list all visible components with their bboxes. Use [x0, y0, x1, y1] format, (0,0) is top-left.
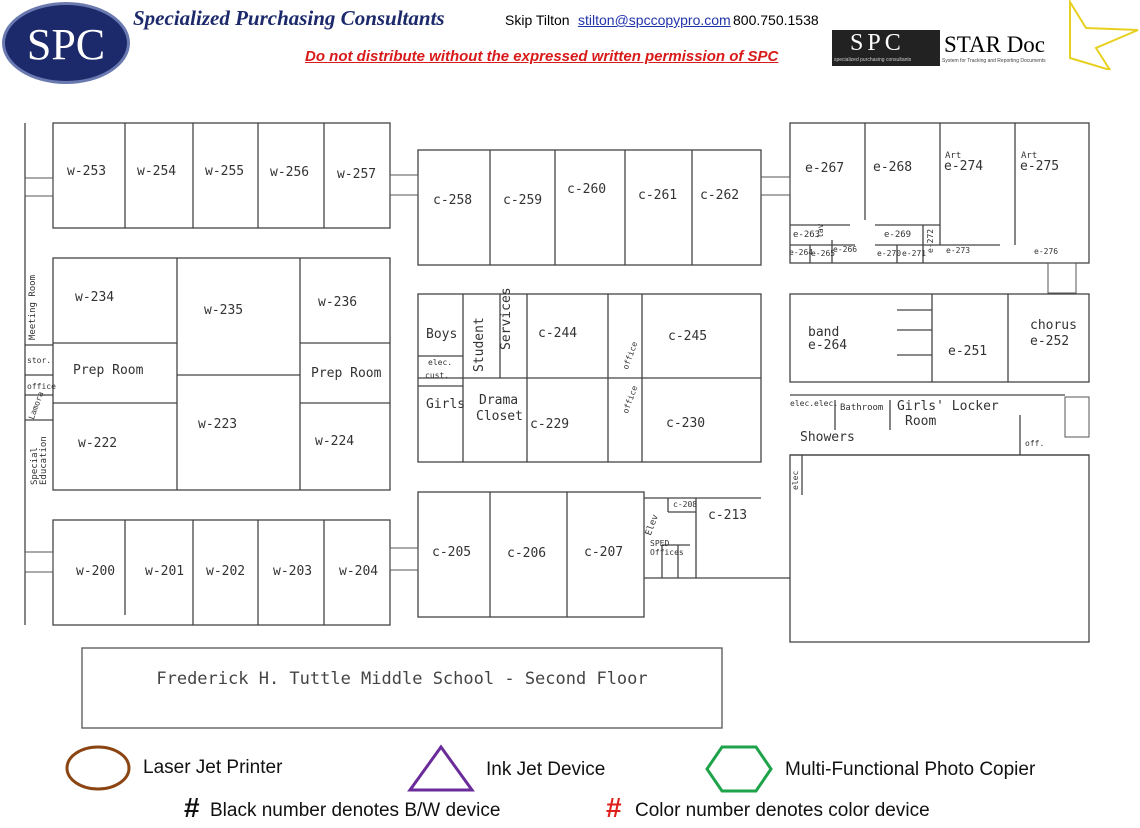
warning-text: Do not distribute without the expressed …	[305, 48, 779, 65]
room-c-229: c-229	[530, 417, 570, 432]
room-e-252: e-252	[1030, 334, 1070, 349]
room-w-201: w-201	[145, 564, 185, 579]
laser-printer-ellipse-icon	[65, 745, 131, 791]
room-drama-closet: Drama	[479, 393, 519, 408]
room-girls: Girls	[426, 397, 466, 412]
room-e-269: e-269	[884, 230, 912, 240]
spc-logo: SPC	[2, 2, 130, 84]
room-e-268: e-268	[873, 160, 913, 175]
room-band: band	[808, 325, 840, 340]
room-w-255: w-255	[205, 164, 245, 179]
room-w-257: w-257	[337, 167, 377, 182]
room-w-200: w-200	[76, 564, 116, 579]
room-bathroom: Bathroom	[840, 403, 884, 413]
legend-laser-label: Laser Jet Printer	[143, 757, 283, 778]
star-doc-logo: SPC specialized purchasing consultants S…	[830, 0, 1140, 72]
room-w-234: w-234	[75, 290, 115, 305]
room-art-label: Art	[1021, 151, 1038, 161]
room-c-245: c-245	[668, 329, 708, 344]
room-boys: Boys	[426, 327, 458, 342]
room-elec: elec.	[790, 399, 815, 408]
room-c-213: c-213	[708, 508, 748, 523]
room-w-202: w-202	[206, 564, 246, 579]
room-e-264-small: e-264	[789, 248, 814, 257]
room-e-273: e-273	[946, 246, 971, 255]
inkjet-triangle-icon	[407, 744, 475, 792]
room-lav: lav	[816, 223, 825, 238]
room-c-244: c-244	[538, 326, 578, 341]
room-w-235: w-235	[204, 303, 244, 318]
room-c-258: c-258	[433, 193, 473, 208]
room-w-254: w-254	[137, 164, 177, 179]
room-e-266: e-266	[833, 245, 858, 254]
room-w-236: w-236	[318, 295, 358, 310]
room-w-256: w-256	[270, 165, 310, 180]
room-services: Services	[499, 287, 514, 350]
legend-color-label: Color number denotes color device	[635, 800, 930, 821]
room-c-230: c-230	[666, 416, 706, 431]
room-girls-locker-room: Girls' Locker	[897, 399, 999, 414]
legend-mfp-label: Multi-Functional Photo Copier	[785, 759, 1036, 780]
legend-bw-label: Black number denotes B/W device	[210, 800, 501, 821]
room-w-223: w-223	[198, 417, 238, 432]
mfp-hexagon-icon	[705, 745, 773, 793]
room-sped-offices: SPED	[650, 539, 670, 548]
room-elec: elec	[791, 470, 800, 490]
room-e-272: e-272	[926, 228, 935, 253]
color-hash-icon: #	[606, 792, 622, 823]
room-office: off.	[1025, 439, 1045, 448]
room-storage: stor.	[27, 356, 52, 365]
room-elec: elec.	[814, 399, 839, 408]
room-prep-room: Prep Room	[311, 366, 382, 381]
bw-hash-icon: #	[184, 792, 200, 823]
room-custodian: cust.	[425, 371, 450, 380]
room-chorus: chorus	[1030, 318, 1077, 333]
room-c-206: c-206	[507, 546, 547, 561]
room-office: office	[27, 382, 56, 391]
room-w-204: w-204	[339, 564, 379, 579]
room-c-262: c-262	[700, 188, 740, 203]
room-e-251: e-251	[948, 344, 988, 359]
room-art-label: Art	[945, 151, 962, 161]
room-e-263: e-263	[793, 230, 821, 240]
legend-inkjet-label: Ink Jet Device	[486, 759, 606, 780]
room-c-205: c-205	[432, 545, 472, 560]
room-c-260: c-260	[567, 182, 607, 197]
star-icon	[1069, 0, 1139, 72]
floor-plan-title: Frederick H. Tuttle Middle School - Seco…	[156, 669, 648, 689]
room-w-222: w-222	[78, 436, 118, 451]
email-link[interactable]: stilton@spccopypro.com	[578, 12, 731, 28]
room-w-224: w-224	[315, 434, 355, 449]
room-e-265: e-265	[811, 249, 836, 258]
room-special-education: Special Education	[30, 436, 49, 485]
room-elec: elec.	[428, 358, 453, 367]
room-showers: Showers	[800, 430, 855, 445]
room-student: Student	[472, 317, 487, 372]
room-sped-offices: Offices	[650, 548, 684, 557]
contact-name: Skip Tilton	[505, 12, 570, 28]
room-e-276: e-276	[1034, 247, 1059, 256]
room-c-207: c-207	[584, 545, 624, 560]
room-e-275: e-275	[1020, 159, 1060, 174]
room-e-264: e-264	[808, 338, 848, 353]
room-c-259: c-259	[503, 193, 543, 208]
phone: 800.750.1538	[733, 12, 819, 28]
room-e-271: e-271	[902, 249, 927, 258]
company-name: Specialized Purchasing Consultants	[133, 6, 445, 30]
room-w-203: w-203	[273, 564, 313, 579]
room-prep-room: Prep Room	[73, 363, 144, 378]
room-e-270: e-270	[877, 249, 902, 258]
room-e-267: e-267	[805, 161, 845, 176]
room-drama-closet: Closet	[476, 409, 523, 424]
room-c-261: c-261	[638, 188, 678, 203]
room-w-253: w-253	[67, 164, 107, 179]
room-meeting-room: Meeting Room	[28, 274, 38, 340]
room-e-274: e-274	[944, 159, 984, 174]
room-c-208: c-208	[673, 500, 698, 509]
room-girls-locker-room: Room	[905, 414, 937, 429]
